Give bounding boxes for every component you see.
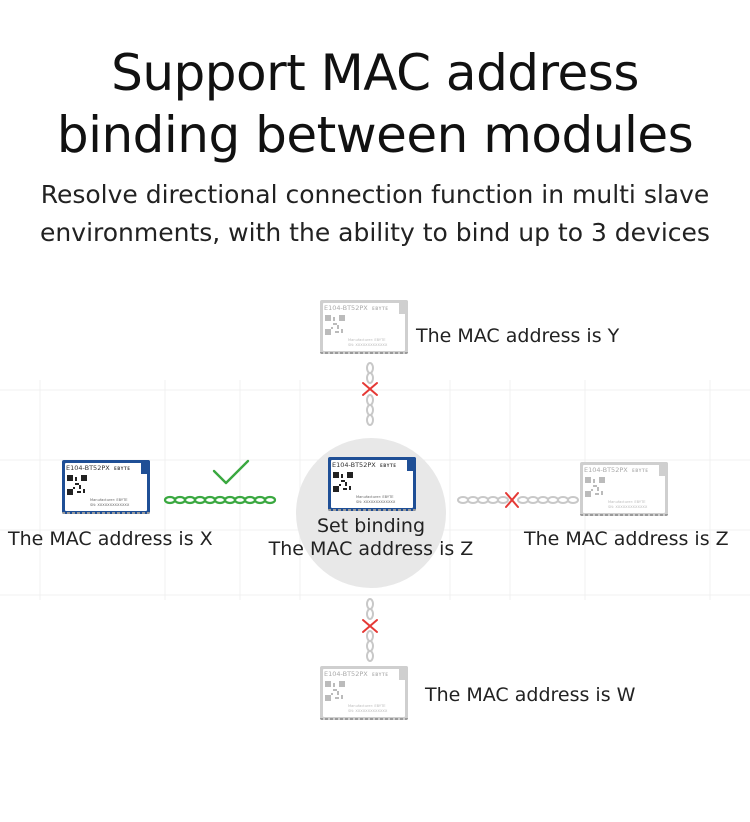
qr-code-icon: [67, 475, 87, 495]
center-label: Set binding The MAC address is Z: [269, 515, 474, 561]
module-brand: EBYTE: [114, 466, 131, 471]
module-left: E104-BT52PX EBYTE Manufacturer: EBYTE SN…: [62, 460, 150, 514]
module-manufacturer: Manufacturer: EBYTE: [348, 338, 386, 342]
module-serial: SN: XXXXXXXXXXXXX: [348, 709, 388, 713]
subtitle-line-2: environments, with the ability to bind u…: [40, 218, 710, 247]
module-model: E104-BT52PX: [332, 461, 376, 469]
module-center: E104-BT52PX EBYTE Manufacturer: EBYTE SN…: [328, 457, 416, 511]
module-manufacturer: Manufacturer: EBYTE: [348, 704, 386, 708]
antenna-icon: [407, 457, 416, 471]
center-label-line-2: The MAC address is Z: [268, 538, 474, 560]
link-right-blocked: [457, 496, 579, 504]
node-left-label: The MAC address is X: [8, 528, 213, 550]
page-subtitle: Resolve directional connection function …: [0, 176, 750, 252]
module-model: E104-BT52PX: [324, 670, 368, 678]
antenna-icon: [399, 300, 408, 314]
cross-icon-bottom: [362, 619, 378, 633]
module-model: E104-BT52PX: [324, 304, 368, 312]
module-manufacturer: Manufacturer: EBYTE: [90, 498, 128, 502]
module-serial: SN: XXXXXXXXXXXXX: [356, 500, 396, 504]
cross-icon-top: [362, 382, 378, 396]
module-manufacturer: Manufacturer: EBYTE: [356, 495, 394, 499]
module-model: E104-BT52PX: [66, 464, 110, 472]
module-serial: SN: XXXXXXXXXXXXX: [608, 505, 648, 509]
cross-icon-right: [505, 492, 519, 508]
module-model: E104-BT52PX: [584, 466, 628, 474]
module-manufacturer: Manufacturer: EBYTE: [608, 500, 646, 504]
module-serial: SN: XXXXXXXXXXXXX: [348, 343, 388, 347]
antenna-icon: [141, 460, 150, 474]
module-brand: EBYTE: [632, 468, 649, 473]
node-right-label: The MAC address is Z: [524, 528, 729, 550]
module-serial: SN: XXXXXXXXXXXXX: [90, 503, 130, 507]
module-right: E104-BT52PX EBYTE Manufacturer: EBYTE SN…: [580, 462, 668, 516]
qr-code-icon: [325, 681, 345, 701]
module-brand: EBYTE: [372, 306, 389, 311]
qr-code-icon: [585, 477, 605, 497]
qr-code-icon: [325, 315, 345, 335]
link-top-blocked: [366, 362, 374, 426]
module-top: E104-BT52PX EBYTE Manufacturer: EBYTE SN…: [320, 300, 408, 354]
link-bottom-blocked: [366, 598, 374, 662]
node-top-label: The MAC address is Y: [416, 325, 620, 347]
antenna-icon: [659, 462, 668, 476]
subtitle-line-1: Resolve directional connection function …: [40, 180, 710, 209]
title-line-1: Support MAC address: [111, 44, 639, 102]
check-icon: [212, 459, 250, 485]
link-left-bound: [163, 495, 277, 505]
antenna-icon: [399, 666, 408, 680]
title-line-2: binding between modules: [56, 106, 694, 164]
module-bottom: E104-BT52PX EBYTE Manufacturer: EBYTE SN…: [320, 666, 408, 720]
node-bottom-label: The MAC address is W: [425, 684, 636, 706]
center-label-line-1: Set binding: [316, 515, 426, 537]
module-brand: EBYTE: [380, 463, 397, 468]
module-brand: EBYTE: [372, 672, 389, 677]
qr-code-icon: [333, 472, 353, 492]
page-title: Support MAC address binding between modu…: [0, 42, 750, 166]
